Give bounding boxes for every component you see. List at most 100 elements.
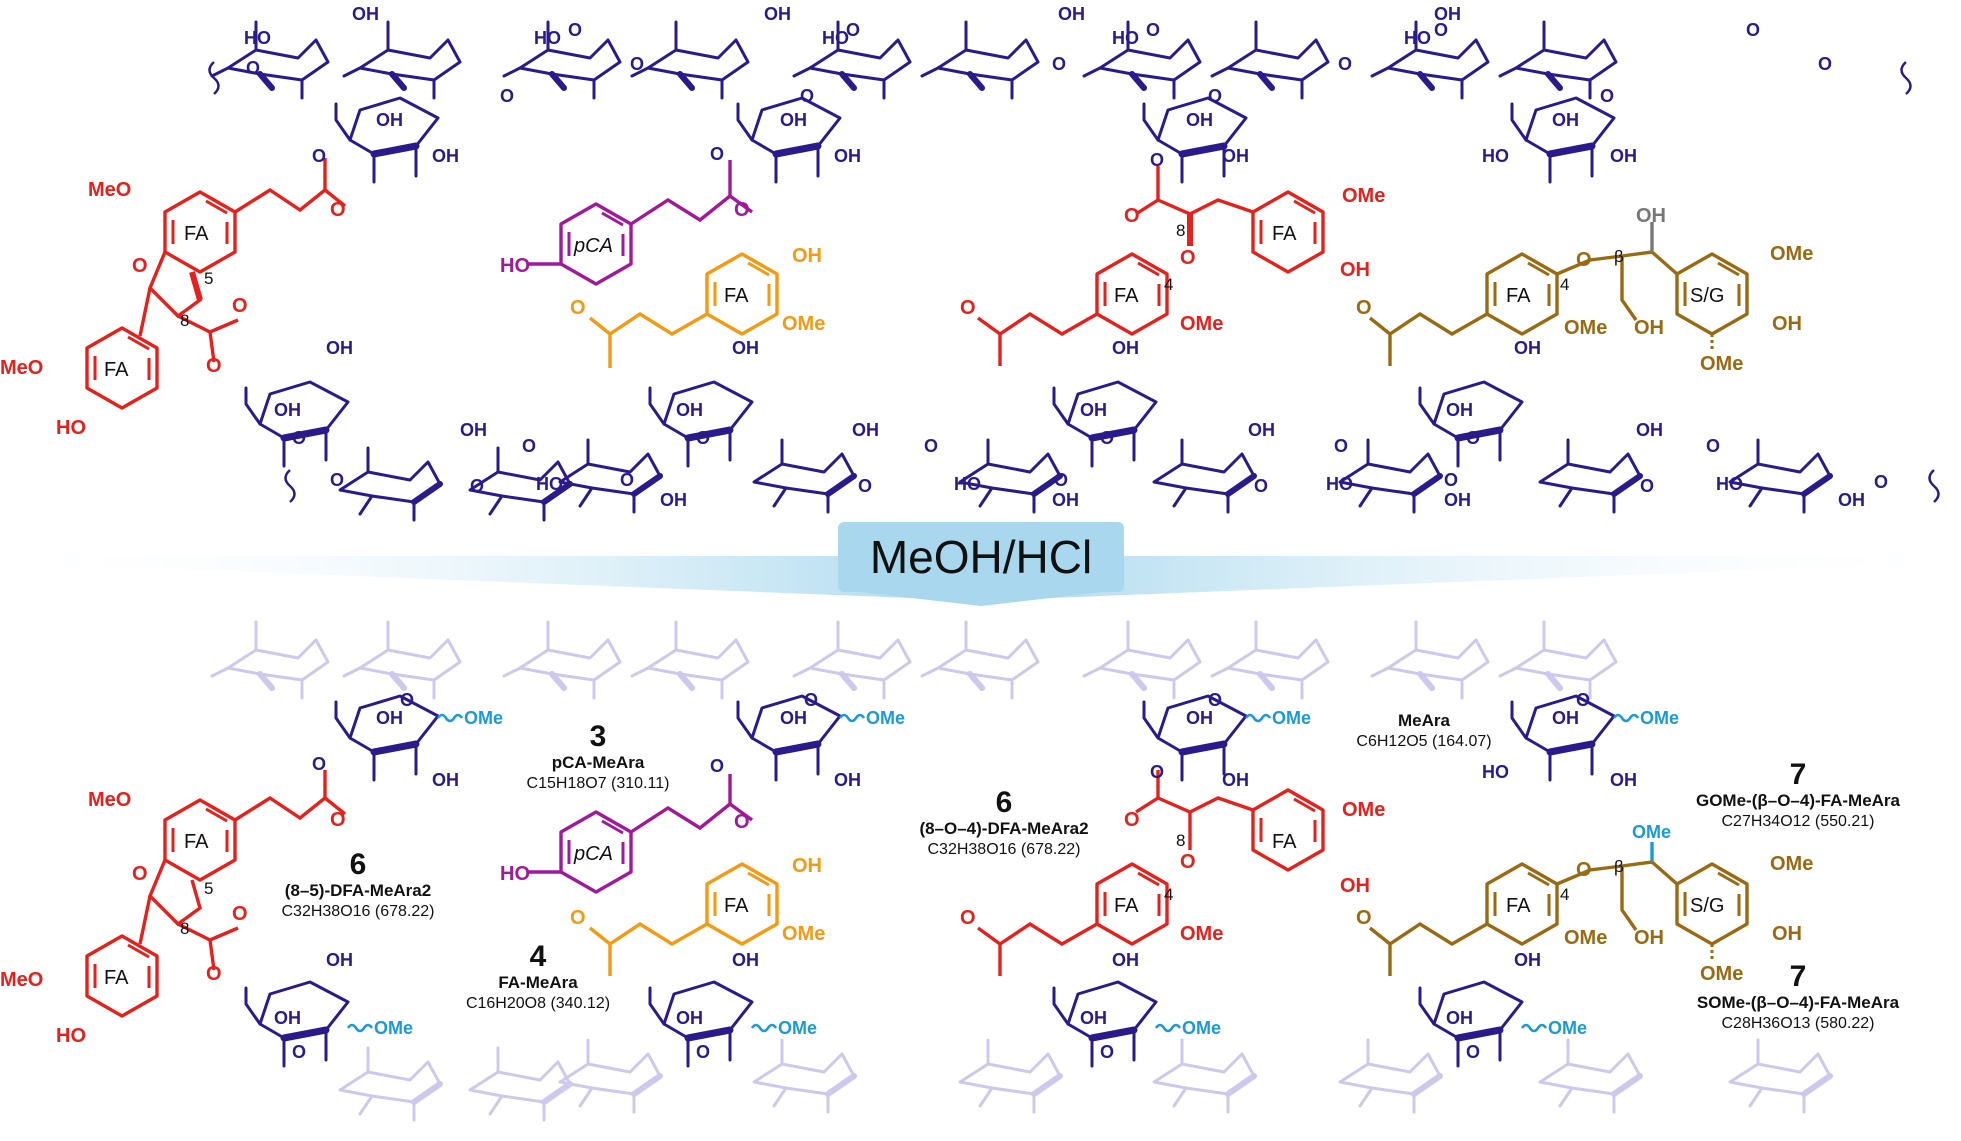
position-label: 8 <box>1176 831 1185 850</box>
label: OMe <box>1770 853 1813 875</box>
label: OH <box>1248 420 1275 440</box>
label: HO <box>56 417 86 439</box>
label: O <box>858 476 872 496</box>
label: OH <box>1052 490 1079 510</box>
label: OH <box>1610 770 1637 790</box>
label: HO <box>1112 28 1139 48</box>
compound-name: (8–5)-DFA-MeAra2 <box>285 881 431 900</box>
label: O <box>206 355 222 377</box>
upper-fa-lignin <box>1368 250 1749 366</box>
ring-label: FA <box>104 967 129 989</box>
compound-number: 3 <box>590 720 607 753</box>
lower-xylan-chain <box>284 440 1940 520</box>
position-label: 5 <box>204 879 213 898</box>
position-label: 4 <box>1560 275 1569 294</box>
ring-label: FA <box>1506 895 1531 917</box>
lower-fa-lignin <box>1368 860 1749 976</box>
label: O <box>1576 249 1592 271</box>
label: HO <box>500 255 530 277</box>
label: O <box>1208 690 1222 710</box>
product-caption-meara: MeAra C6H12O5 (164.07) <box>1356 711 1491 750</box>
label: O <box>132 255 148 277</box>
product-caption-7a: 7 GOMe-(β–O–4)-FA-MeAra C27H34O12 (550.2… <box>1696 758 1901 830</box>
label: OMe <box>1342 799 1385 821</box>
label: OH <box>1634 317 1664 339</box>
label: O <box>570 907 586 929</box>
label: O <box>1466 428 1480 448</box>
position-label: 4 <box>1164 275 1173 294</box>
label: O <box>1576 859 1592 881</box>
position-label: β <box>1614 247 1624 266</box>
label: MeO <box>0 357 43 379</box>
label: O <box>1146 20 1160 40</box>
label: OMe <box>1342 185 1385 207</box>
label: O <box>1124 809 1140 831</box>
label: O <box>1100 1042 1114 1062</box>
label: HO <box>500 863 530 885</box>
label: O <box>1640 476 1654 496</box>
label: OH <box>376 708 403 728</box>
label: OH <box>1634 927 1664 949</box>
label: OH <box>1552 110 1579 130</box>
label: OH <box>1112 338 1139 358</box>
compound-formula: C28H36O13 (580.22) <box>1722 1015 1875 1032</box>
product-caption-6b: 6 (8–O–4)-DFA-MeAra2 C32H38O16 (678.22) <box>919 786 1088 858</box>
label: HO <box>534 28 561 48</box>
label: HO <box>1482 146 1509 166</box>
label: O <box>846 20 860 40</box>
label: OH <box>732 950 759 970</box>
label: HO <box>1482 762 1509 782</box>
compound-name: SOMe-(β–O–4)-FA-MeAra <box>1697 993 1900 1012</box>
upper-fa <box>588 252 779 368</box>
ring-label: FA <box>1506 285 1531 307</box>
ring-label: FA <box>1114 285 1139 307</box>
label: O <box>500 86 514 106</box>
lower-blue-labels: OH OH OH OH OH OH OH OH O O O O O O O HO… <box>274 690 1637 1062</box>
label: OH <box>1080 1008 1107 1028</box>
label: O <box>800 86 814 106</box>
label: OH <box>732 338 759 358</box>
reagent-box: MeOH/HCl <box>838 522 1124 592</box>
label: O <box>1150 150 1164 170</box>
label: OH <box>1222 146 1249 166</box>
label: OMe <box>1700 353 1743 375</box>
label: OH <box>834 146 861 166</box>
upper-arabinose-units <box>336 98 1614 182</box>
ring-label: FA <box>1114 895 1139 917</box>
label: OH <box>852 420 879 440</box>
label: OH <box>352 4 379 24</box>
label: OH <box>1636 205 1666 227</box>
label: O <box>1356 297 1372 319</box>
label: O <box>1180 247 1196 269</box>
label: OH <box>432 146 459 166</box>
upper-dfa-85 <box>85 158 347 410</box>
compound-formula: C32H38O16 (678.22) <box>928 841 1081 858</box>
label: HO <box>1716 474 1743 494</box>
lower-dfa-85 <box>85 770 347 1018</box>
label: OMe <box>1770 243 1813 265</box>
label: OH <box>676 400 703 420</box>
compound-number: 6 <box>996 786 1013 819</box>
label: HO <box>954 474 981 494</box>
label: HO <box>1326 474 1353 494</box>
label: OMe <box>1182 1018 1221 1038</box>
label: OH <box>326 338 353 358</box>
compound-formula: C27H34O12 (550.21) <box>1722 813 1875 830</box>
lower-fa <box>588 862 779 976</box>
label: OH <box>792 245 822 267</box>
label: O <box>570 297 586 319</box>
label: O <box>1052 54 1066 74</box>
label: HO <box>244 28 271 48</box>
upper-backbone-labels: OH HO O OH HO O OH HO O OH HO O HO O O O… <box>244 4 1888 510</box>
upper-position-labels: 5 8 8 4 4 β <box>180 221 1624 330</box>
ring-label: S/G <box>1690 895 1724 917</box>
label: O <box>696 428 710 448</box>
compound-name: GOMe-(β–O–4)-FA-MeAra <box>1696 791 1901 810</box>
label: O <box>1818 54 1832 74</box>
compound-formula: C15H18O7 (310.11) <box>527 775 670 792</box>
label: O <box>1444 470 1458 490</box>
label: O <box>696 1042 710 1062</box>
label: O <box>1356 907 1372 929</box>
upper-pca <box>528 160 753 286</box>
label: OH <box>376 110 403 130</box>
